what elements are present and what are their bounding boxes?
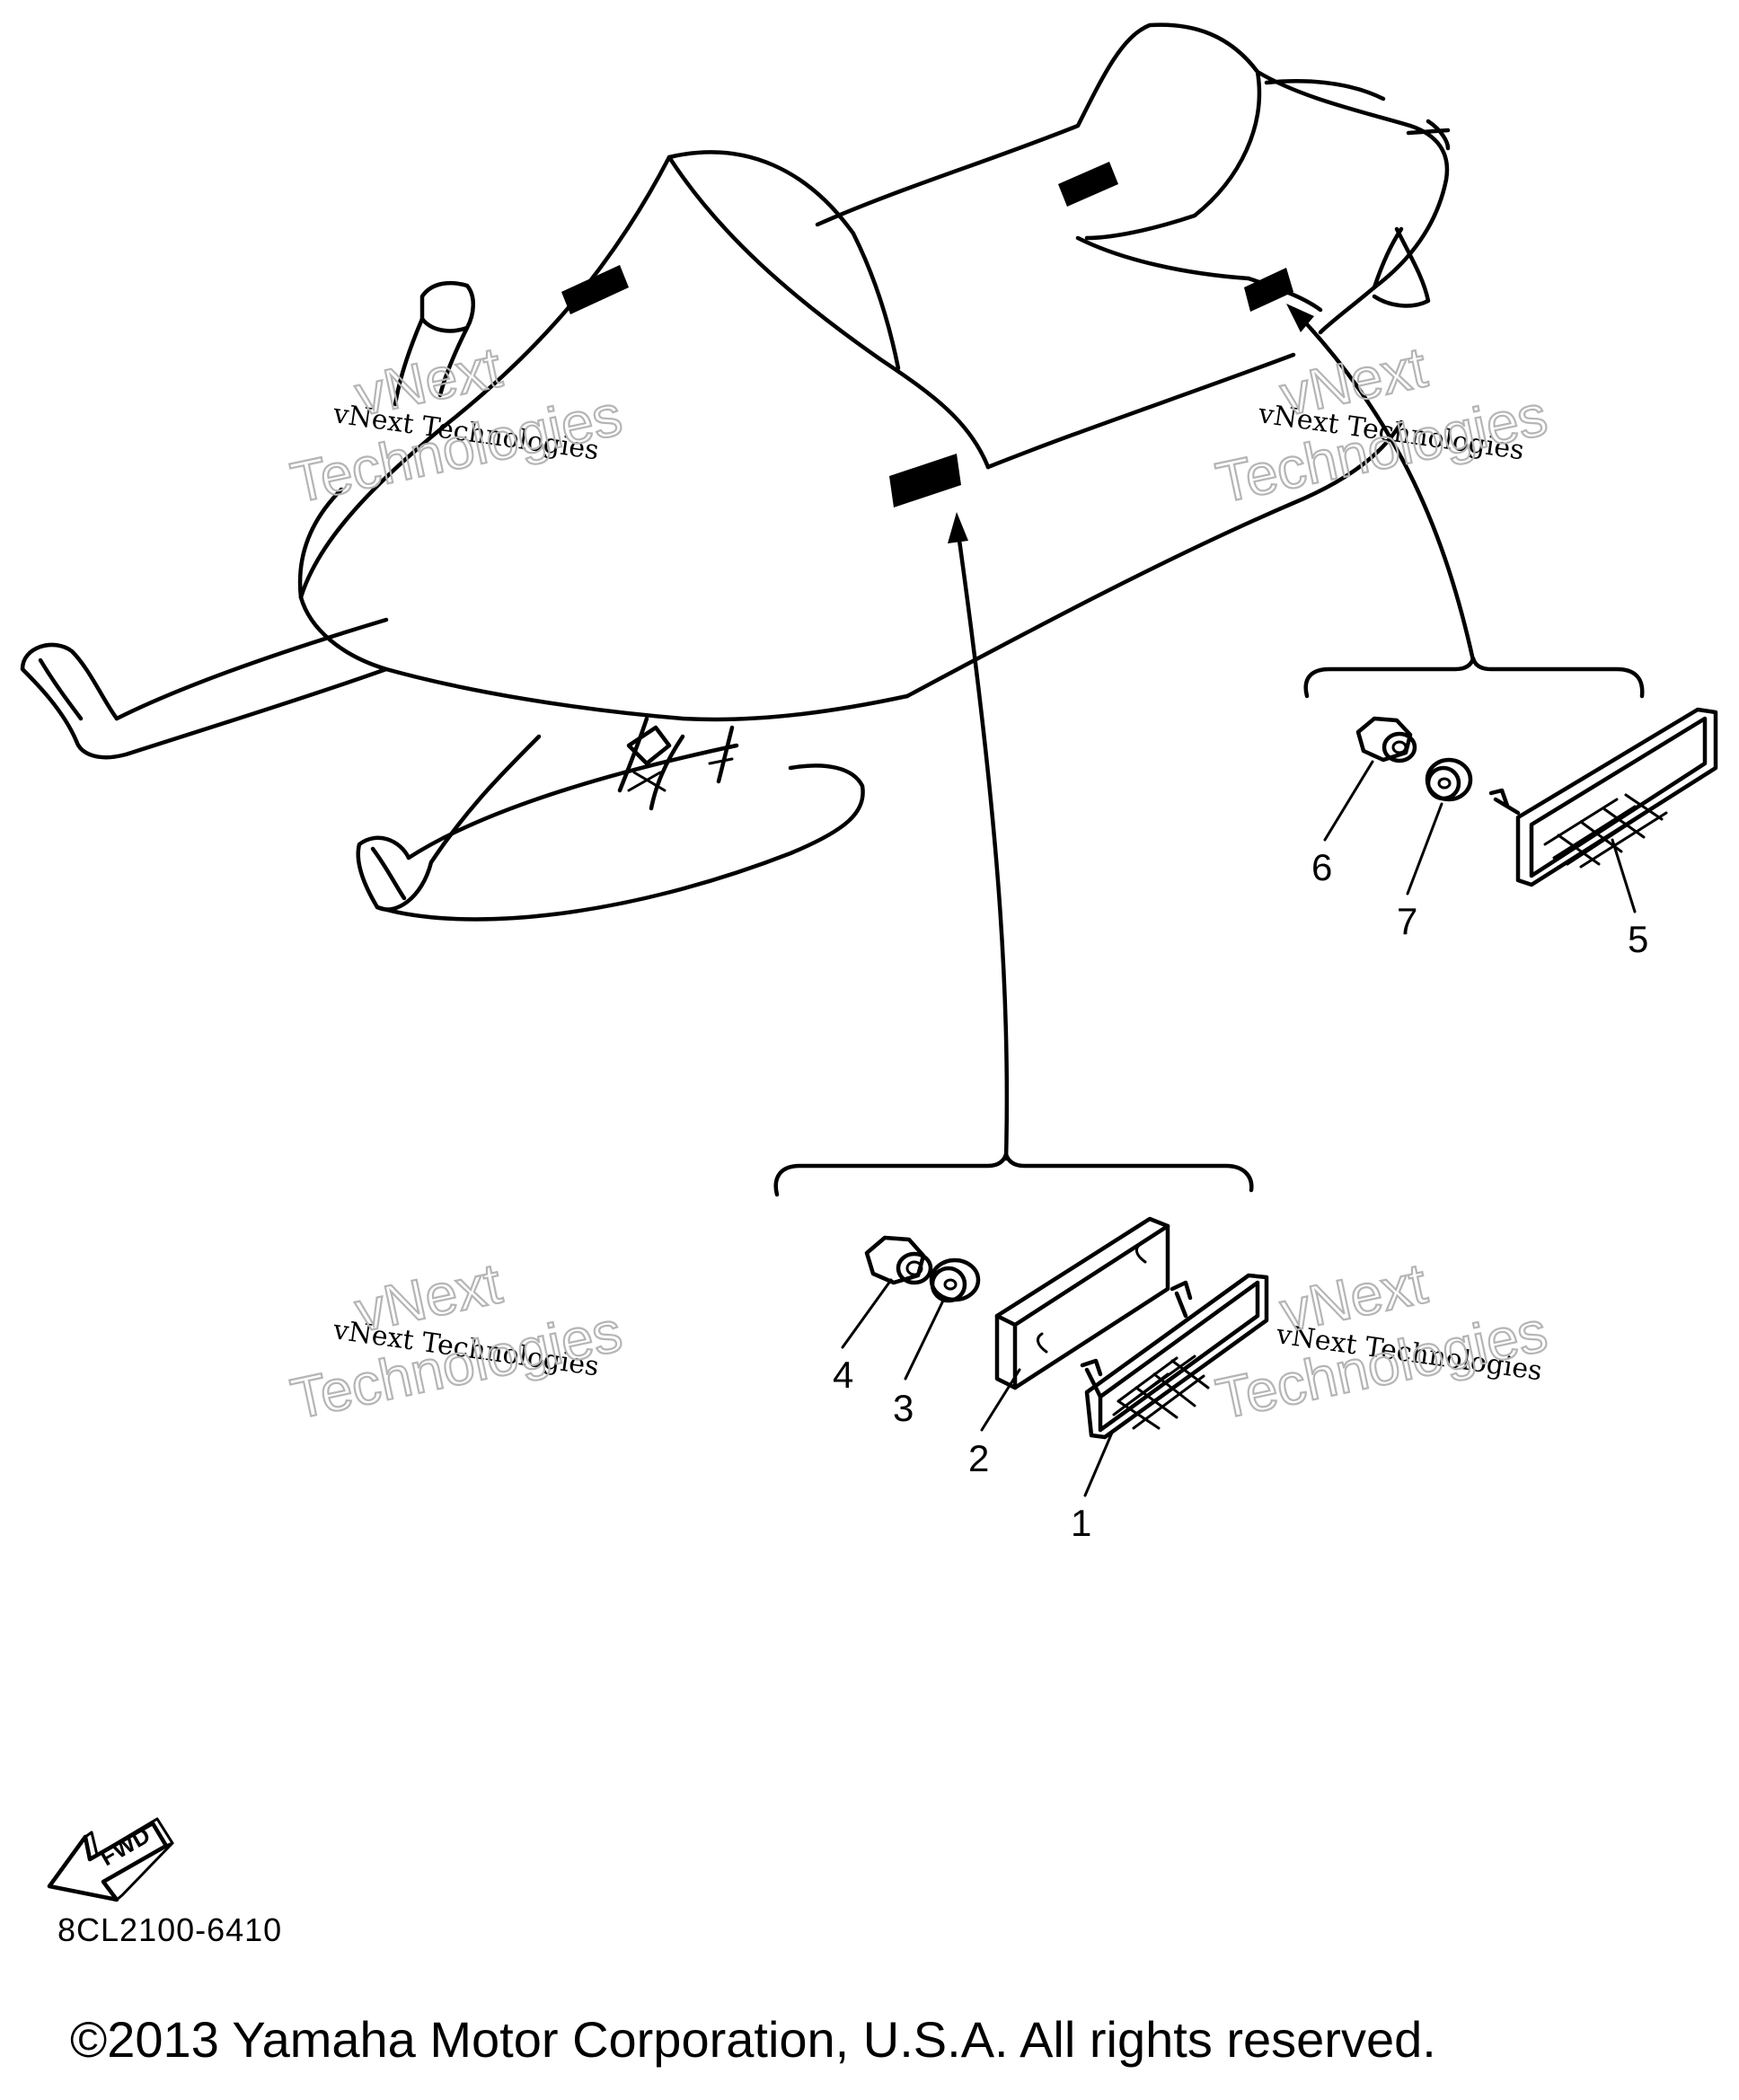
callout-7: 7 (1397, 900, 1417, 942)
assembly-brackets (773, 656, 1645, 1197)
leader-arrows (948, 304, 1476, 1161)
callout-4: 4 (833, 1354, 853, 1396)
decal-location-4 (1244, 268, 1293, 312)
callout-5: 5 (1628, 918, 1648, 960)
decal-location-3 (889, 454, 961, 507)
nut-icon (864, 1235, 933, 1285)
reflector-icon (1488, 707, 1718, 887)
washer-icon (929, 1257, 981, 1303)
snowmobile-illustration (20, 22, 1451, 922)
reflector-icon (1080, 1273, 1269, 1440)
copyright-notice: ©2013 Yamaha Motor Corporation, U.S.A. A… (70, 2011, 1436, 2068)
watermark-group-4-big: vNext Technologies (1210, 1249, 1554, 1433)
decal-location-1 (561, 265, 629, 314)
reflector-mount-locations (561, 162, 1293, 507)
callout-numbers: 1 2 3 4 5 6 7 (833, 846, 1648, 1544)
fwd-arrow-icon: FWD (47, 1817, 174, 1902)
callout-3: 3 (893, 1387, 914, 1429)
spacer-icon (994, 1216, 1170, 1390)
nut-icon (1355, 716, 1417, 763)
rear-reflector-assembly (1323, 707, 1718, 913)
callout-1: 1 (1071, 1502, 1091, 1544)
callout-2: 2 (968, 1437, 989, 1479)
front-reflector-assembly (841, 1216, 1269, 1497)
washer-icon (1425, 757, 1473, 802)
diagram-part-code: 8CL2100-6410 (57, 1911, 283, 1948)
decal-location-2 (1058, 162, 1118, 207)
callout-6: 6 (1311, 846, 1332, 888)
